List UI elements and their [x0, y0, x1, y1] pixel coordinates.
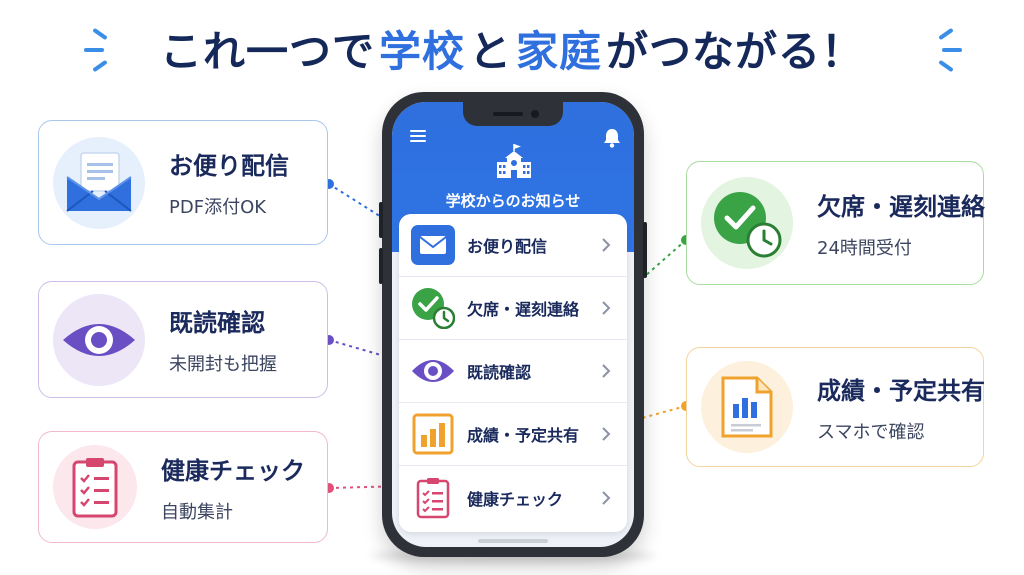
phone-screen: 学校からのお知らせ お便り配信: [392, 102, 634, 547]
card-subtitle: 自動集計: [161, 501, 233, 523]
eye-icon: [411, 349, 455, 393]
menu-item-label: お便り配信: [467, 237, 548, 256]
phone-notch: [463, 102, 563, 126]
menu-item-read-receipt[interactable]: 既読確認: [399, 340, 627, 403]
card-subtitle: 24時間受付: [817, 237, 912, 259]
feature-card-mail: お便り配信 PDF添付OK: [38, 120, 328, 245]
bar-chart-icon: [411, 412, 455, 456]
app-menu-list: お便り配信 欠席・遅刻連絡: [399, 214, 627, 532]
menu-item-health-check[interactable]: 健康チェック: [399, 466, 627, 529]
sparkle-left-icon: [80, 27, 116, 73]
check-clock-icon: [411, 286, 455, 330]
home-indicator: [478, 539, 548, 543]
app-header-title: 学校からのお知らせ: [445, 192, 581, 210]
card-title: 成績・予定共有: [817, 376, 985, 405]
feature-card-health: 健康チェック 自動集計: [38, 431, 328, 543]
card-subtitle: 未開封も把握: [169, 354, 277, 375]
school-building-icon: [495, 144, 533, 180]
menu-item-label: 既読確認: [467, 363, 532, 382]
headline-part-1: これ一つで: [159, 26, 375, 76]
check-clock-icon: [701, 177, 793, 269]
card-title: お便り配信: [169, 152, 289, 180]
headline-part-5: がつながる！: [606, 26, 865, 76]
feature-card-grade: 成績・予定共有 スマホで確認: [686, 347, 985, 467]
chevron-right-icon: [602, 301, 611, 315]
smartphone: 学校からのお知らせ お便り配信: [379, 92, 647, 557]
eye-icon: [53, 293, 145, 386]
clipboard-checklist-icon: [53, 445, 137, 529]
chevron-right-icon: [602, 490, 611, 505]
menu-item-label: 欠席・遅刻連絡: [467, 300, 580, 319]
card-title: 欠席・遅刻連絡: [817, 192, 985, 221]
envelope-icon: [53, 136, 145, 229]
sparkle-right-icon: [930, 27, 966, 73]
menu-item-label: 成績・予定共有: [467, 426, 580, 445]
card-subtitle: スマホで確認: [817, 421, 925, 443]
headline: これ一つで 学校 と 家庭 がつながる！: [0, 18, 1024, 78]
document-chart-icon: [701, 361, 793, 453]
headline-school: 学校: [378, 26, 465, 76]
hamburger-menu-icon[interactable]: [410, 130, 428, 144]
headline-home: 家庭: [516, 26, 603, 76]
card-title: 既読確認: [169, 309, 265, 337]
headline-part-3: と: [468, 26, 512, 76]
card-subtitle: PDF添付OK: [169, 197, 267, 218]
menu-item-grades[interactable]: 成績・予定共有: [399, 403, 627, 466]
menu-item-label: 健康チェック: [467, 489, 564, 509]
bell-icon[interactable]: [603, 128, 621, 148]
feature-card-read: 既読確認 未開封も把握: [38, 281, 328, 398]
chevron-right-icon: [602, 364, 611, 378]
chevron-right-icon: [602, 238, 611, 252]
card-title: 健康チェック: [161, 456, 305, 485]
menu-item-newsletter[interactable]: お便り配信: [399, 214, 627, 277]
chevron-right-icon: [602, 427, 611, 441]
envelope-icon: [411, 223, 455, 267]
clipboard-checklist-icon: [411, 476, 455, 520]
menu-item-absence[interactable]: 欠席・遅刻連絡: [399, 277, 627, 340]
feature-card-absent: 欠席・遅刻連絡 24時間受付: [686, 161, 985, 285]
